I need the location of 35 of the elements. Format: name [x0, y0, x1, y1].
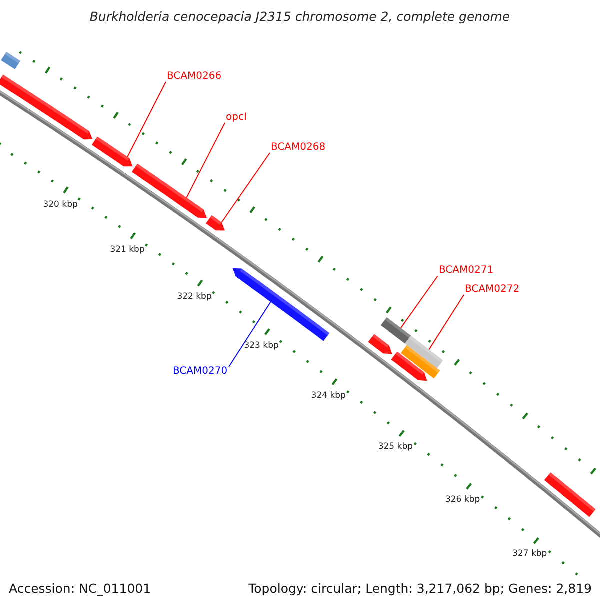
leader-line	[186, 122, 226, 198]
scale-label: 324 kbp	[311, 390, 346, 401]
gene-block	[92, 136, 133, 167]
scale-label: 326 kbp	[445, 495, 480, 506]
gene-block	[391, 352, 428, 382]
gene-label: BCAM0266	[167, 71, 222, 83]
gene-block	[544, 472, 596, 518]
leader-line	[221, 152, 270, 223]
gene-label: opcI	[226, 112, 247, 124]
gene-label: BCAM0271	[439, 265, 494, 277]
gene-block	[206, 215, 225, 231]
leader-line	[127, 82, 166, 158]
gene-block	[232, 268, 330, 342]
leader-line	[400, 276, 438, 329]
leader-line	[428, 294, 464, 350]
scale-label: 321 kbp	[110, 245, 145, 256]
gene-block	[368, 334, 392, 354]
leader-line	[228, 302, 272, 368]
gene-block	[132, 164, 207, 218]
scale-label: 323 kbp	[244, 340, 279, 351]
gene-block	[1, 52, 21, 70]
scale-label: 322 kbp	[177, 292, 212, 302]
gene-block	[380, 318, 412, 344]
accession-text: Accession: NC_011001	[9, 581, 152, 596]
gene-block	[400, 345, 440, 379]
gene-label: BCAM0268	[271, 142, 326, 154]
gene-block	[405, 336, 444, 368]
gene-label: BCAM0270	[173, 366, 228, 378]
diagram-title: Burkholderia cenocepacia J2315 chromosome 2, complete genome	[90, 9, 510, 24]
summary-text: Topology: circular; Length: 3,217,062 bp; Genes: 2,819	[248, 581, 592, 596]
scale-label: 320 kbp	[43, 200, 78, 210]
scale-label: 325 kbp	[378, 442, 413, 452]
gene-label: BCAM0272	[465, 284, 520, 296]
scale-label: 327 kbp	[512, 549, 548, 560]
gene-block	[0, 74, 93, 140]
